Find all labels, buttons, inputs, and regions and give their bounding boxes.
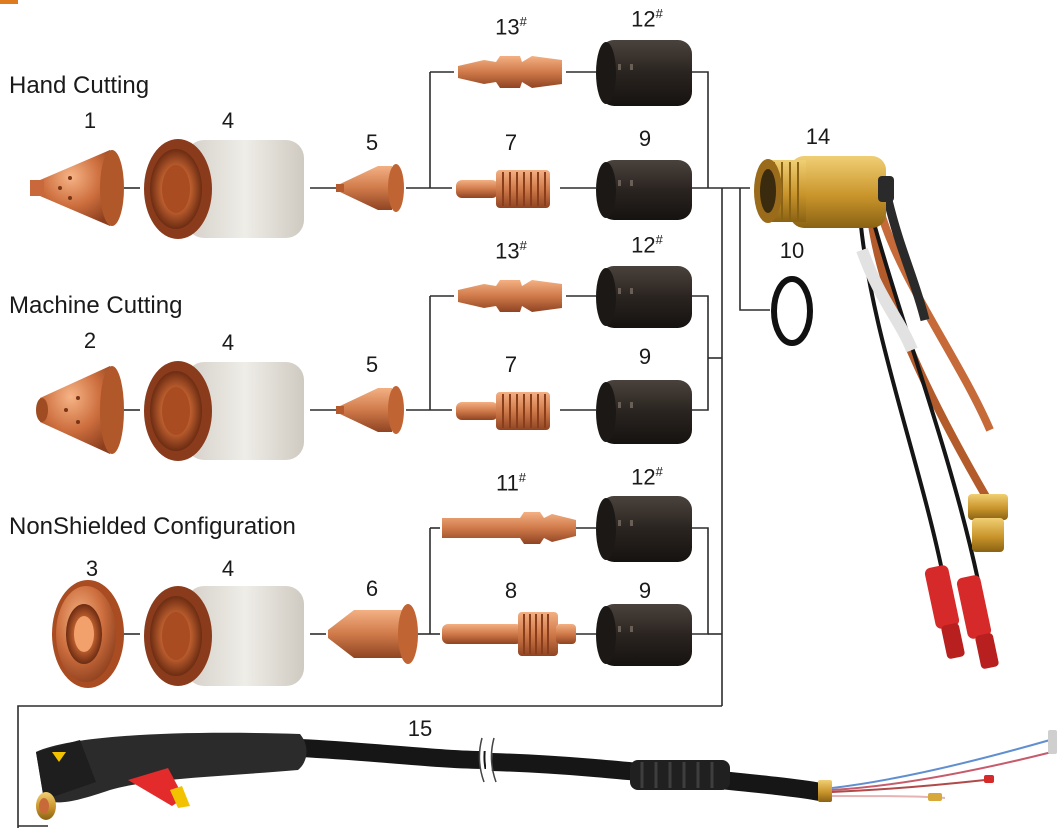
- part-number-9-hand: 9: [638, 126, 652, 151]
- part-number-9-nonshielded: 9: [638, 578, 652, 603]
- retaining-cap-part-4-machine: [144, 361, 304, 461]
- part-number-7-machine: 7: [504, 352, 518, 377]
- part-number-12-hand: 12#: [631, 6, 663, 32]
- part-number-15: 15: [407, 716, 433, 741]
- swirl-ring-part-9-top: [596, 160, 692, 220]
- section-label-nonshielded: NonShielded Configuration: [9, 513, 296, 540]
- electrode-part-7-machine: [456, 392, 550, 430]
- electrode-part-8: [442, 612, 576, 656]
- swirl-ring-part-12-nonshielded: [596, 496, 692, 562]
- part-number-4-nonshielded: 4: [221, 556, 235, 581]
- electrode-part-7-top: [456, 170, 550, 208]
- shield-cup-part-2: [36, 366, 124, 454]
- nozzle-part-5: [336, 164, 404, 212]
- section-label-machine-cutting: Machine Cutting: [9, 292, 183, 319]
- part-number-3: 3: [85, 556, 99, 581]
- section-label-hand-cutting: Hand Cutting: [9, 72, 150, 99]
- part-number-12-nonshielded: 12#: [631, 464, 663, 490]
- torch-handle-part-15: [36, 730, 1057, 820]
- retaining-cap-part-4: [144, 139, 304, 239]
- part-number-4-machine: 4: [221, 330, 235, 355]
- part-number-10: 10: [779, 238, 805, 263]
- part-number-14: 14: [805, 124, 831, 149]
- part-number-8: 8: [504, 578, 518, 603]
- part-number-9-machine: 9: [638, 344, 652, 369]
- torch-head-part-14: [754, 156, 1008, 669]
- retaining-cap-part-4-nonshielded: [144, 586, 304, 686]
- nozzle-part-6: [328, 604, 418, 664]
- swirl-ring-part-12-top: [596, 40, 692, 106]
- part-number-13-machine: 13#: [495, 238, 527, 264]
- swirl-ring-part-9-machine: [596, 380, 692, 444]
- swirl-ring-part-12-machine: [596, 266, 692, 328]
- part-number-5-hand: 5: [365, 130, 379, 155]
- part-number-2: 2: [83, 328, 97, 353]
- part-number-13-hand: 13#: [495, 14, 527, 40]
- electrode-part-13-top: [458, 56, 562, 88]
- nozzle-part-5-machine: [336, 386, 404, 434]
- part-number-7-hand: 7: [504, 130, 518, 155]
- connector-lines: [17, 71, 770, 828]
- part-number-11: 11#: [495, 470, 527, 496]
- swirl-ring-part-9-nonshielded: [596, 604, 692, 666]
- part-number-4-hand: 4: [221, 108, 235, 133]
- part-number-12-machine: 12#: [631, 232, 663, 258]
- electrode-part-13-machine: [458, 280, 562, 312]
- part-number-6: 6: [365, 576, 379, 601]
- part-number-5-machine: 5: [365, 352, 379, 377]
- corner-accent: [0, 0, 18, 4]
- o-ring-part-10: [771, 276, 813, 346]
- shield-cup-part-1: [30, 150, 124, 226]
- deflector-part-3: [52, 580, 124, 688]
- part-number-1: 1: [83, 108, 97, 133]
- electrode-part-11: [442, 512, 576, 544]
